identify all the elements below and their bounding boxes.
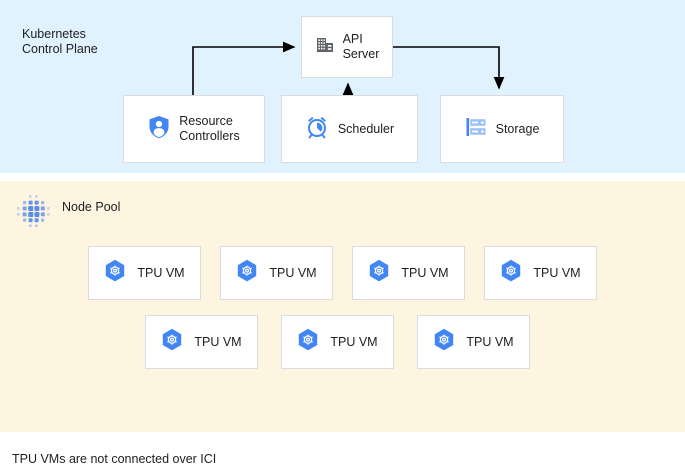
node-pool-title: Node Pool <box>62 200 121 214</box>
hexagon-gear-icon <box>236 259 258 288</box>
tpu-vm-box[interactable]: TPU VM <box>484 246 597 300</box>
footer-note: TPU VMs are not connected over ICI <box>12 452 217 466</box>
hexagon-gear-icon <box>161 328 183 357</box>
hexagon-gear-icon <box>297 328 319 357</box>
tpu-vm-label: TPU VM <box>466 334 514 349</box>
api-server-box[interactable]: API Server <box>301 16 393 78</box>
node-pool-panel <box>0 181 685 432</box>
hexagon-gear-icon <box>104 259 126 288</box>
control-plane-title: Kubernetes Control Plane <box>22 27 98 56</box>
tpu-vm-box[interactable]: TPU VM <box>352 246 465 300</box>
server-rack-icon <box>465 116 487 143</box>
scheduler-box[interactable]: Scheduler <box>281 95 418 163</box>
hexagon-gear-icon <box>433 328 455 357</box>
tpu-vm-box[interactable]: TPU VM <box>88 246 201 300</box>
hexagon-gear-icon <box>368 259 390 288</box>
node-pool-dot-grid-icon <box>12 192 58 234</box>
building-icon <box>315 35 335 60</box>
scheduler-label: Scheduler <box>337 121 395 136</box>
tpu-vm-box[interactable]: TPU VM <box>417 315 530 369</box>
tpu-vm-label: TPU VM <box>269 265 317 280</box>
tpu-vm-label: TPU VM <box>137 265 185 280</box>
alarm-clock-icon <box>305 115 329 144</box>
shield-user-icon <box>148 115 170 144</box>
tpu-vm-box[interactable]: TPU VM <box>220 246 333 300</box>
tpu-vm-label: TPU VM <box>194 334 242 349</box>
tpu-vm-label: TPU VM <box>401 265 449 280</box>
api-server-label: API Server <box>342 32 380 61</box>
resource-controllers-box[interactable]: Resource Controllers <box>123 95 265 163</box>
storage-box[interactable]: Storage <box>440 95 564 163</box>
storage-label: Storage <box>495 121 540 136</box>
hexagon-gear-icon <box>500 259 522 288</box>
tpu-vm-box[interactable]: TPU VM <box>281 315 394 369</box>
resource-controllers-label: Resource Controllers <box>179 114 240 143</box>
tpu-vm-box[interactable]: TPU VM <box>145 315 258 369</box>
tpu-vm-label: TPU VM <box>330 334 378 349</box>
tpu-vm-label: TPU VM <box>533 265 581 280</box>
